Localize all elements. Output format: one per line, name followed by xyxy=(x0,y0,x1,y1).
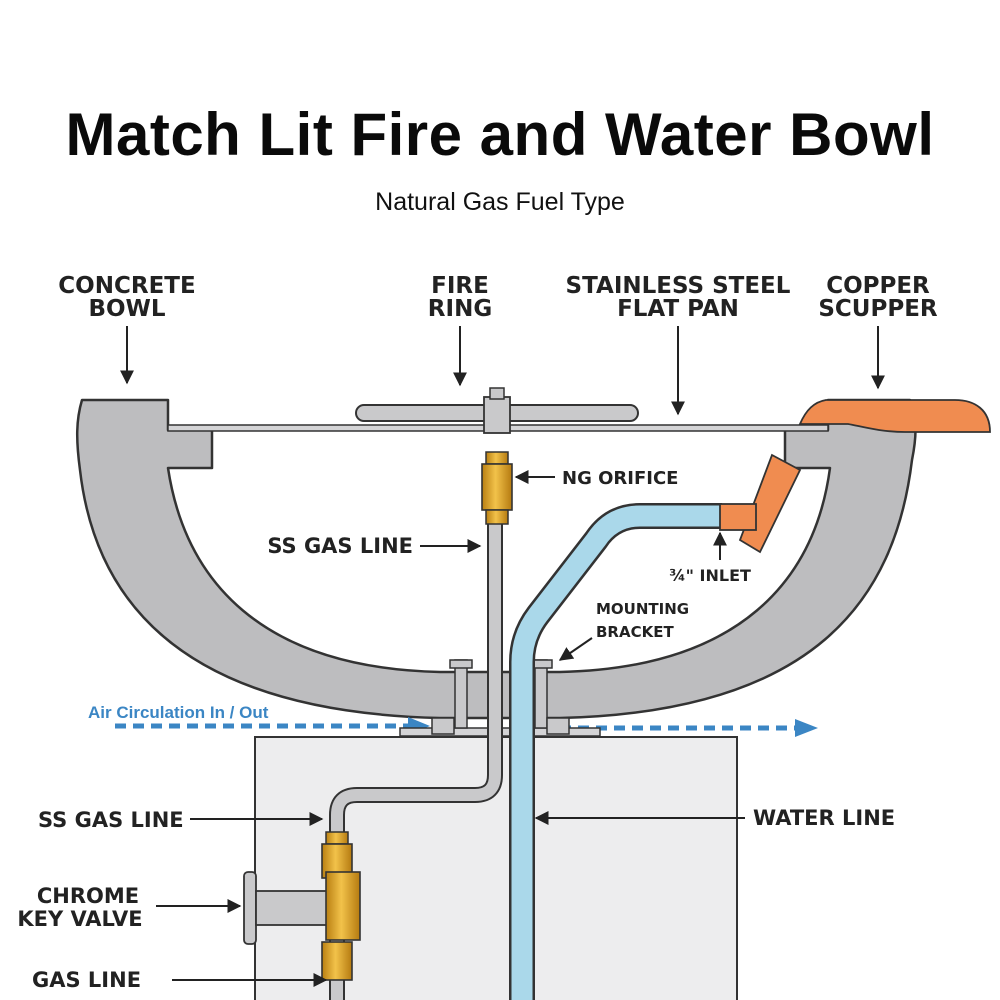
label-chrome-key-valve-line2: KEY VALVE xyxy=(17,907,142,931)
mounting-bolt-left xyxy=(454,659,468,729)
chrome-key-valve-stem xyxy=(255,890,333,926)
label-mounting-bracket-line1: MOUNTING xyxy=(596,600,689,618)
mounting-nut-left xyxy=(449,659,473,669)
arrow-mounting-bracket xyxy=(558,637,593,661)
mounting-foot-left xyxy=(431,717,455,735)
label-copper-scupper-line2: SCUPPER xyxy=(818,296,938,322)
label-ss-gas-line-top: SS GAS LINE xyxy=(267,534,413,558)
fire-ring-hub xyxy=(483,396,511,434)
mounting-foot-right xyxy=(546,717,570,735)
label-flat-pan-line1: STAINLESS STEEL xyxy=(566,273,791,299)
label-concrete-bowl-line2: BOWL xyxy=(88,296,165,322)
valve-top-coupling xyxy=(325,831,349,845)
label-flat-pan-line2: FLAT PAN xyxy=(617,296,739,322)
label-chrome-key-valve-line1: CHROME xyxy=(37,884,139,908)
label-ng-orifice: NG ORIFICE xyxy=(562,468,678,489)
mounting-bolt-right xyxy=(534,659,548,729)
copper-scupper xyxy=(798,399,991,433)
label-mounting-bracket-line2: BRACKET xyxy=(596,623,674,641)
ss-gas-line xyxy=(331,510,501,1000)
label-fire-ring-line2: RING xyxy=(428,296,492,322)
page-subtitle: Natural Gas Fuel Type xyxy=(375,188,625,216)
label-ss-gas-line-bottom: SS GAS LINE xyxy=(38,808,184,832)
valve-lower-coupling xyxy=(321,941,353,981)
concrete-bowl xyxy=(75,398,917,720)
page-title: Match Lit Fire and Water Bowl xyxy=(65,101,935,168)
label-fire-ring-line1: FIRE xyxy=(431,273,489,299)
label-gas-line: GAS LINE xyxy=(32,968,141,992)
water-line xyxy=(511,505,722,1000)
ng-orifice-bottom-fitting xyxy=(485,509,509,525)
ng-orifice-fitting xyxy=(481,463,513,511)
label-inlet: ¾" INLET xyxy=(669,566,751,585)
copper-inlet-fitting xyxy=(719,503,757,531)
valve-main-body xyxy=(325,871,361,941)
chrome-key-valve-flange xyxy=(243,871,257,945)
air-arrow-right-head xyxy=(795,719,818,737)
label-water-line: WATER LINE xyxy=(753,806,895,830)
fire-ring-bolt xyxy=(489,387,505,400)
ng-orifice-top-fitting xyxy=(485,451,509,465)
label-copper-scupper-line1: COPPER xyxy=(826,273,930,299)
label-air-circulation: Air Circulation In / Out xyxy=(88,703,269,722)
label-concrete-bowl-line1: CONCRETE xyxy=(58,273,195,299)
